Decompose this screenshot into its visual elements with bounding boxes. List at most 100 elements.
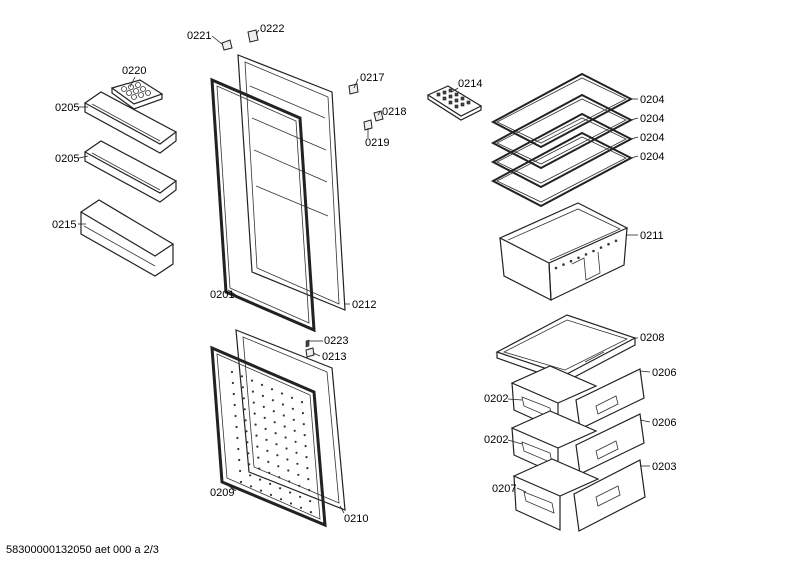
liner-dot [270, 388, 274, 391]
liner-dot [297, 473, 300, 476]
liner-dot [299, 506, 303, 509]
leader-lines [78, 29, 651, 514]
liner-dot [259, 489, 263, 492]
label-0204-4: 0204 [640, 151, 664, 163]
label-0204-1: 0204 [640, 94, 664, 106]
ice-cube-tray-0214 [426, 85, 483, 121]
label-0207: 0207 [492, 483, 516, 495]
liner-dot [243, 408, 246, 411]
liner-dot [284, 436, 287, 439]
liner-dot [309, 500, 312, 503]
label-0223: 0223 [324, 335, 348, 347]
crisper-dot [554, 266, 558, 270]
liner-dot [239, 480, 243, 484]
label-0206-top: 0206 [652, 367, 676, 379]
liner-dot [263, 416, 266, 419]
label-0202-top: 0202 [484, 393, 508, 405]
drawer-front-0206-middle [575, 413, 645, 475]
liner-dot [268, 471, 271, 474]
liner-dot [301, 412, 304, 415]
liner-dot [265, 438, 268, 441]
liner-dot [292, 418, 295, 421]
label-0222: 0222 [260, 23, 284, 35]
liner-dot [271, 399, 274, 402]
glass-shelf-0204-4 [490, 131, 634, 208]
label-0204-2: 0204 [640, 113, 664, 125]
label-0219: 0219 [365, 137, 389, 149]
liner-dot [298, 484, 301, 487]
liner-dot [291, 407, 294, 410]
liner-dot [306, 467, 309, 470]
liner-dot [232, 392, 235, 396]
liner-dot [262, 405, 265, 408]
liner-dot [261, 394, 264, 397]
liner-dot [285, 447, 288, 450]
liner-dot [255, 434, 258, 437]
liner-dot [273, 421, 276, 424]
label-0220: 0220 [122, 65, 146, 77]
vegetable-crisper-0211 [498, 202, 629, 302]
freezer-door-gasket-0209 [210, 345, 327, 528]
liner-dot [294, 440, 297, 443]
liner-dot [288, 480, 291, 483]
freezer-glass-plate-0208 [495, 314, 637, 383]
label-0213: 0213 [322, 351, 346, 363]
liner-dot [287, 469, 290, 472]
hinge-cap-0221 [221, 39, 233, 51]
fridge-door-0212 [237, 54, 346, 311]
liner-dot [246, 441, 249, 444]
liner-dot [242, 397, 245, 400]
liner-dot [302, 423, 305, 426]
liner-dot [299, 495, 302, 498]
label-0206-middle: 0206 [652, 417, 676, 429]
liner-dot [264, 427, 267, 430]
liner-dot [281, 403, 284, 406]
drawer-front-0206-top [575, 368, 645, 430]
freezer-liner-dots [230, 370, 313, 514]
liner-dot [276, 454, 279, 457]
liner-dot [248, 463, 251, 466]
liner-dot [277, 465, 280, 468]
liner-dot [244, 419, 247, 422]
liner-dot [304, 445, 307, 448]
crisper-dot [569, 259, 573, 263]
liner-dot [300, 401, 304, 404]
liner-dot [303, 434, 306, 437]
liner-dot [239, 469, 242, 473]
liner-dot [269, 493, 273, 496]
liner-dot [251, 390, 254, 393]
liner-dot [289, 491, 292, 494]
liner-dot [233, 403, 236, 407]
label-0201: 0201 [210, 289, 234, 301]
liner-dot [249, 474, 252, 477]
liner-dot [295, 451, 298, 454]
liner-dot [254, 423, 257, 426]
fridge-door-gasket-0201 [210, 77, 316, 333]
liner-dot [240, 375, 244, 378]
liner-dot [236, 436, 239, 440]
liner-dot [308, 489, 311, 492]
liner-dot [238, 458, 241, 462]
label-0210: 0210 [344, 513, 368, 525]
liner-dot [247, 452, 250, 455]
liner-dot [234, 414, 237, 418]
liner-dot [257, 456, 260, 459]
label-0209: 0209 [210, 487, 234, 499]
liner-dot [289, 502, 293, 505]
liner-dot [253, 412, 256, 415]
liner-dot [305, 456, 308, 459]
label-0217: 0217 [360, 72, 384, 84]
crisper-vent-dots [554, 239, 618, 270]
liner-dot [230, 370, 234, 374]
liner-dot [282, 414, 285, 417]
liner-dot [290, 396, 294, 399]
label-0214: 0214 [458, 78, 482, 90]
liner-dot [241, 386, 244, 389]
liner-dot [274, 432, 277, 435]
label-0205-middle: 0205 [55, 153, 79, 165]
liner-dot [259, 478, 262, 481]
liner-dot [237, 447, 240, 451]
liner-dot [278, 476, 281, 479]
crisper-dot [607, 242, 610, 246]
